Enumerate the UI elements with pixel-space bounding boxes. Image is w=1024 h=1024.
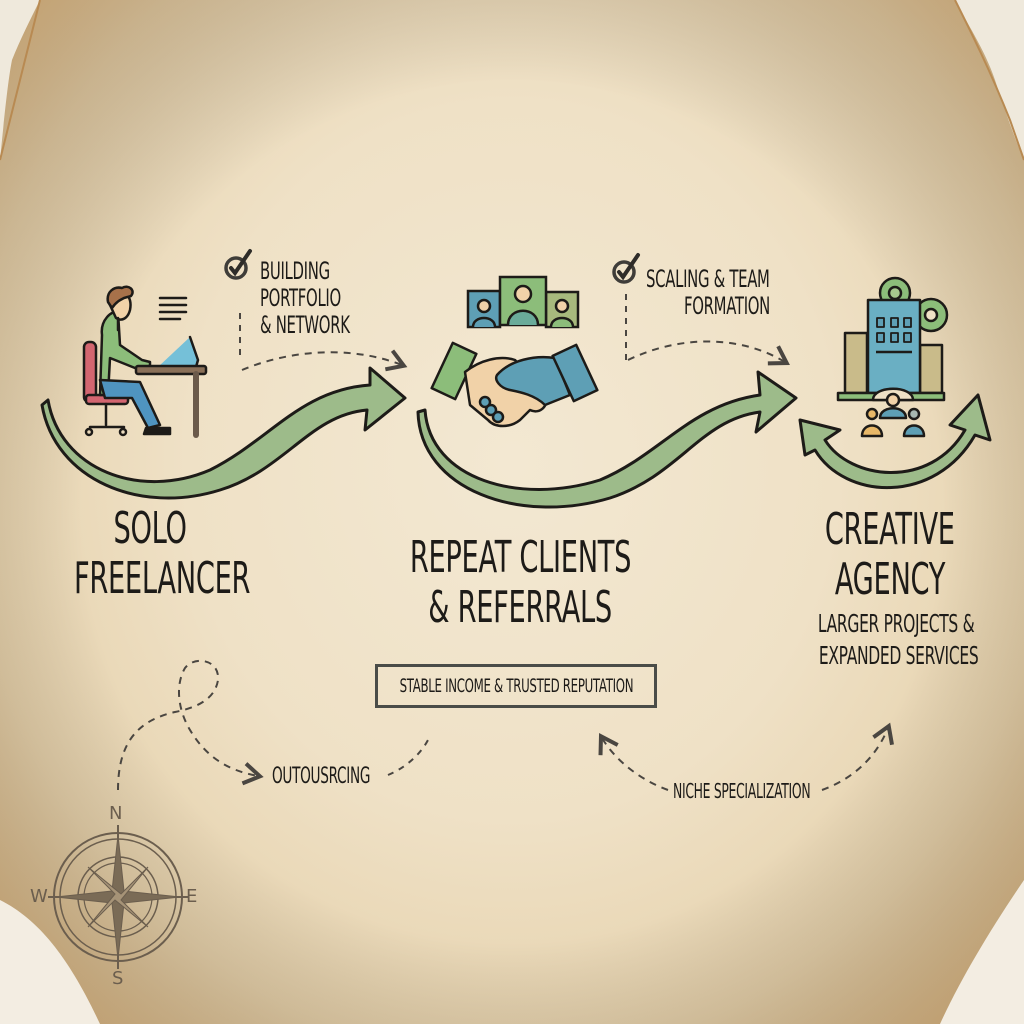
compass-north-label: N: [109, 803, 122, 824]
compass-east-label: E: [186, 886, 197, 907]
agency-cycle-arrows: [798, 393, 992, 489]
flow-arrow-1: [40, 366, 407, 500]
outsourcing-path: [117, 659, 264, 791]
niche-arc-left: [598, 733, 669, 791]
niche-specialization-label: Niche Specialization: [673, 779, 811, 803]
niche-arc-right: [821, 722, 894, 791]
person-at-laptop-icon: [82, 285, 208, 438]
stable-income-badge-label: Stable Income & Trusted Reputation: [399, 675, 633, 697]
video-call-icon: [466, 275, 580, 329]
compass-south-label: S: [112, 968, 123, 989]
outsourcing-path-tail: [387, 739, 429, 776]
agency-building-icon: [836, 276, 949, 438]
flow-arrow-2: [416, 370, 798, 509]
stage-title-solo-freelancer: Solo Freelancer: [73, 503, 251, 604]
dashed-connector-1b: [241, 349, 408, 372]
handshake-icon: [430, 341, 599, 428]
stage-subtitle-creative-agency: Larger Projects & Expanded Services: [817, 609, 979, 670]
compass-west-label: W: [30, 886, 48, 907]
stage-title-creative-agency: Creative Agency: [825, 504, 955, 605]
milestone-scaling-team: Scaling & Team Formation: [646, 265, 771, 320]
check-circle-icon: [612, 253, 640, 284]
dashed-connector-2b: [627, 340, 790, 366]
stable-income-badge: Stable Income & Trusted Reputation: [375, 664, 657, 708]
stage-title-repeat-clients: Repeat Clients & Referrals: [409, 532, 631, 633]
compass-icon: [48, 825, 188, 969]
check-circle-icon: [224, 249, 252, 280]
outsourcing-label: Outousrcing: [272, 764, 371, 789]
milestone-building-portfolio: Building Portfolio & Network: [260, 257, 350, 339]
